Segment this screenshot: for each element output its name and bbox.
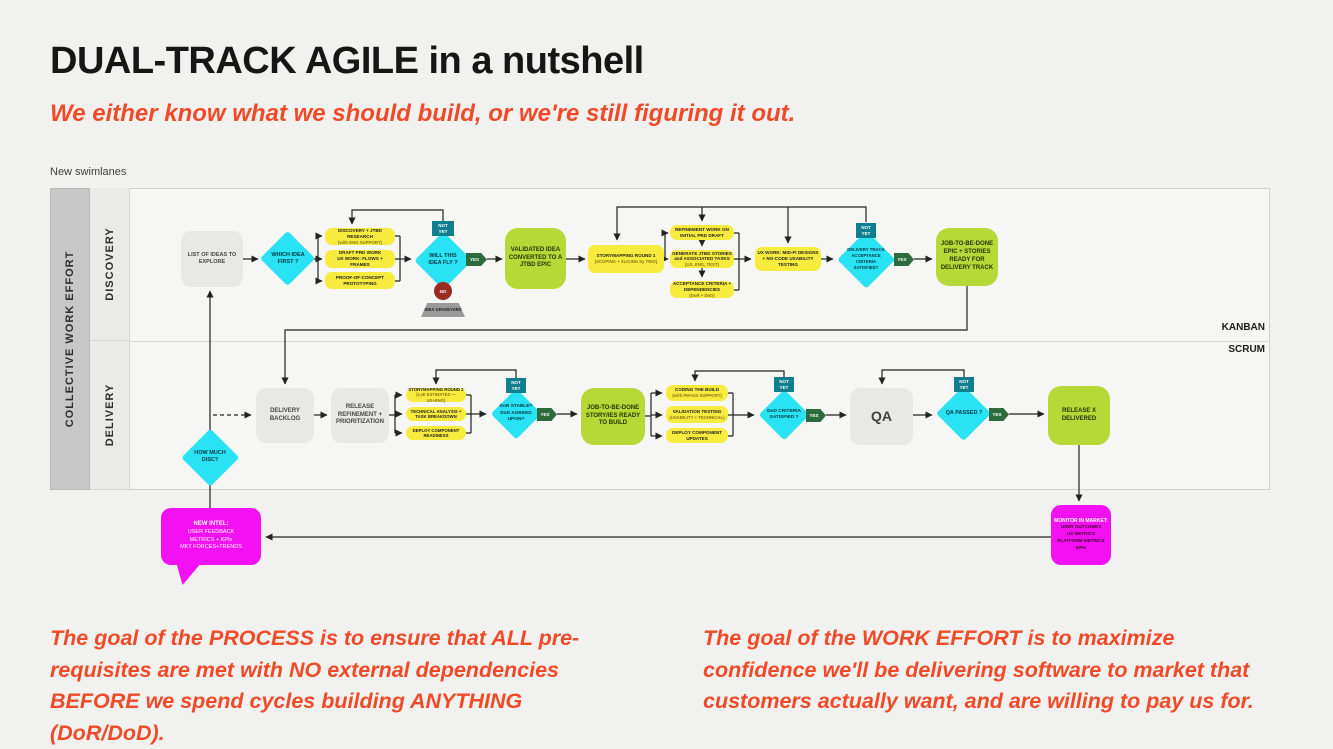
collective-work-effort-lane (50, 188, 90, 490)
badge-not-yet: NOT YET (856, 223, 876, 238)
discovery-lane-label: DISCOVERY (104, 227, 116, 301)
footnote-work-effort-goal: The goal of the WORK EFFORT is to maximi… (703, 626, 1254, 714)
decision-dod-criteria: DoD CRITERIA SATISFIED ? (758, 389, 810, 441)
node-release-delivered: RELEASE X DELIVERED (1048, 386, 1110, 445)
node-ux-work: UX WORK: MID-FI DESIGNS + NO-CODE USABIL… (755, 247, 821, 271)
node-technical-analysis: TECHNICAL ANALYSIS + TASK BREAKDOWN (406, 407, 466, 421)
node-storymapping-round-2: STORYMAPPING ROUND 2 (LoE ESTIMATES — UX… (406, 387, 466, 403)
discovery-lane-header (90, 188, 130, 341)
node-discovery-research: DISCOVERY + JTBD RESEARCH (with ENG SUPP… (325, 228, 395, 245)
decision-which-idea-first: WHICH IDEA FIRST ? (260, 231, 316, 287)
badge-yes: YES (466, 253, 487, 266)
node-deploy-updates: DEPLOY COMPONENT UPDATES (666, 428, 728, 443)
badge-yes: YES (894, 253, 914, 266)
node-idea-graveyard: IDEA GRAVEYARD (421, 303, 465, 317)
badge-yes: YES (806, 409, 826, 422)
badge-no: NO (434, 282, 452, 300)
node-deploy-readiness: DEPLOY COMPONENT READINESS (406, 426, 466, 440)
badge-yes: YES (537, 408, 557, 421)
badge-not-yet: NOT YET (506, 378, 526, 393)
decision-qa-passed: QA PASSED ? (936, 386, 992, 442)
node-validation-testing: VALIDATION TESTING (USABILITY + TECHNICA… (666, 406, 728, 423)
decision-dor-stable: DoR STABLE? DoD AGREED UPON? (490, 388, 542, 440)
badge-not-yet: NOT YET (432, 221, 454, 236)
speech-bubble-tail (176, 562, 202, 585)
badge-yes: YES (989, 408, 1009, 421)
callout-new-intel: NEW INTEL: USER FEEDBACK METRICS + KPIs … (161, 508, 261, 565)
badge-not-yet: NOT YET (774, 377, 794, 392)
node-story-ready-to-build: JOB-TO-BE-DONE STORY/IES READY TO BUILD (581, 388, 645, 445)
node-refinement-work: REFINEMENT WORK ON INITIAL PRD DRAFT (670, 225, 734, 240)
badge-not-yet: NOT YET (954, 377, 974, 392)
page-subtitle: We either know what we should build, or … (50, 100, 796, 127)
node-qa: QA (850, 388, 913, 445)
decision-how-much-discovery: HOW MUCH DISC? (181, 428, 239, 486)
footnote-process-goal: The goal of the PROCESS is to ensure tha… (50, 626, 580, 745)
decision-will-idea-fly: WILL THIS IDEA FLY ? (414, 231, 472, 289)
delivery-lane-label: DELIVERY (104, 383, 116, 447)
node-list-of-ideas: LIST OF IDEAS TO EXPLORE (181, 231, 243, 287)
outer-lane-label: COLLECTIVE WORK EFFORT (64, 250, 76, 428)
delivery-lane-header (90, 341, 130, 490)
page-title: DUAL-TRACK AGILE in a nutshell (50, 40, 644, 82)
node-storymapping-round-1: STORYMAPPING ROUND 1 (SCOPING + SLICING … (588, 245, 664, 273)
node-generate-stories: GENERATE JTBD STORIES and ASSOCIATED TAS… (670, 250, 734, 268)
node-draft-prd: DRAFT PRD WORK UX WORK: FLOWS + FRAMES (325, 250, 395, 268)
callout-monitor-in-market: MONITOR IN MARKET: USER OUTCOMES UX METR… (1051, 505, 1111, 565)
node-poc-prototyping: PROOF-OF-CONCEPT PROTOTYPING (325, 272, 395, 289)
node-release-refinement: RELEASE REFINEMENT + PRIORITIZATION (331, 388, 389, 443)
scrum-label: SCRUM (1228, 344, 1265, 355)
node-acceptance-criteria: ACCEPTANCE CRITERIA + DEPENDENCIES (DoR … (670, 281, 734, 298)
node-delivery-backlog: DELIVERY BACKLOG (256, 388, 314, 443)
node-coding-the-build: CODING THE BUILD (with PM+UX SUPPORT) (666, 385, 728, 401)
kanban-label: KANBAN (1221, 322, 1265, 333)
node-epic-ready: JOB-TO-BE-DONE EPIC + STORIES READY FOR … (936, 228, 998, 286)
decision-delivery-track-criteria: DELIVERY TRACK ACCEPTANCE CRITERIA SATIS… (837, 230, 895, 288)
lane-divider (130, 341, 1270, 342)
diagram-caption: New swimlanes (50, 166, 127, 178)
node-validated-idea: VALIDATED IDEA CONVERTED TO A JTBD EPIC (505, 228, 566, 289)
